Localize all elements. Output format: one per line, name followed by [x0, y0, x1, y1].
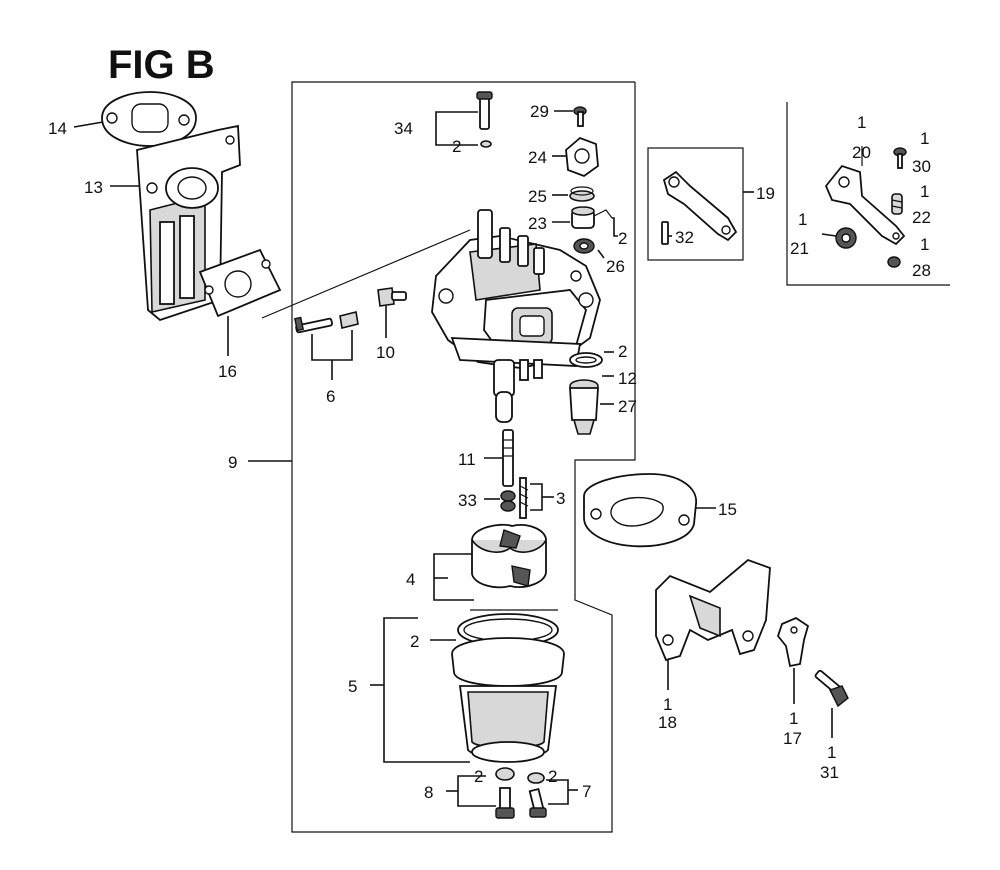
callout-9: 9 [228, 453, 237, 472]
callout-2-bowl-gasket: 2 [410, 632, 419, 651]
callout-19: 19 [756, 184, 775, 203]
callout-6: 6 [326, 387, 335, 406]
spring-part-3 [519, 477, 529, 519]
valve-part-23 [571, 206, 613, 229]
bolt-part-31 [814, 669, 849, 708]
pin-part-32 [661, 221, 669, 245]
cover-part-24 [565, 136, 599, 178]
callout-30-qty: 1 [920, 129, 929, 148]
bolt-part-7 [527, 772, 547, 818]
insulator-part-13 [136, 124, 241, 322]
lever-set-frame [647, 147, 744, 261]
callout-8: 8 [424, 783, 433, 802]
choke-lever-part-20 [824, 164, 906, 246]
gasket-part-14 [101, 91, 197, 147]
carburetor-assembly-frame [291, 81, 636, 833]
callout-13: 13 [84, 178, 103, 197]
callout-12: 12 [618, 369, 637, 388]
callout-28-qty: 1 [920, 235, 929, 254]
spring-part-25 [569, 186, 595, 202]
collar-part-21 [821, 227, 857, 249]
callout-21: 21 [790, 239, 809, 258]
callout-31: 31 [820, 763, 839, 782]
washer-part-28 [887, 256, 901, 268]
callout-8-qty: 2 [474, 767, 483, 786]
callout-5: 5 [348, 677, 357, 696]
callout-30: 30 [912, 157, 931, 176]
spring-part-22 [891, 193, 903, 215]
callout-4: 4 [406, 570, 415, 589]
bracket-part-18 [655, 558, 771, 662]
callout-26: 26 [606, 257, 625, 276]
callout-16: 16 [218, 362, 237, 381]
callout-17-qty: 1 [789, 709, 798, 728]
screw-part-30 [893, 147, 907, 169]
callout-18: 18 [658, 713, 677, 732]
gasket-part-15 [583, 473, 697, 548]
callout-32: 32 [675, 228, 694, 247]
callout-22-qty: 1 [920, 182, 929, 201]
needle-part-33 [500, 490, 516, 512]
callout-20: 20 [852, 143, 871, 162]
callout-33: 33 [458, 491, 477, 510]
callout-11: 11 [458, 450, 476, 469]
drain-screw-part-8 [495, 767, 515, 819]
callout-10: 10 [376, 343, 395, 362]
holder-part-27 [569, 379, 599, 435]
callout-14: 14 [48, 119, 67, 138]
carburetor-body [431, 209, 601, 423]
choke-group-frame [786, 102, 950, 286]
lever-part-19 [662, 170, 738, 242]
float-bowl-part-5 [451, 613, 565, 763]
callout-28: 28 [912, 261, 931, 280]
clip-part-17 [776, 616, 810, 668]
screw-part-6 [293, 311, 359, 334]
callout-20-qty: 1 [857, 113, 866, 132]
screw-part-29 [573, 106, 587, 127]
jet-part-11 [502, 429, 514, 487]
ring-part-26 [573, 238, 595, 254]
callout-15: 15 [718, 500, 737, 519]
callout-23-qty: 2 [618, 229, 627, 248]
callout-7: 7 [582, 782, 591, 801]
callout-3: 3 [556, 489, 565, 508]
callout-17: 17 [783, 729, 802, 748]
callout-18-qty: 1 [663, 695, 672, 714]
callout-24: 24 [528, 148, 547, 167]
callout-29: 29 [530, 102, 549, 121]
gasket-part-16 [198, 248, 282, 318]
callout-12-qty: 2 [618, 342, 627, 361]
screw-part-34 [476, 91, 493, 148]
callout-25: 25 [528, 187, 547, 206]
callout-22: 22 [912, 208, 931, 227]
callout-21-qty: 1 [798, 210, 807, 229]
callout-7-qty: 2 [548, 767, 557, 786]
callout-27: 27 [618, 397, 637, 416]
callout-34: 34 [394, 119, 413, 138]
float-part-4 [471, 523, 547, 589]
figure-title: FIG B [108, 43, 215, 87]
callout-34-qty: 2 [452, 137, 461, 156]
screw-part-10 [377, 287, 407, 307]
ring-part-12 [569, 352, 603, 368]
callout-23: 23 [528, 214, 547, 233]
callout-31-qty: 1 [827, 743, 836, 762]
